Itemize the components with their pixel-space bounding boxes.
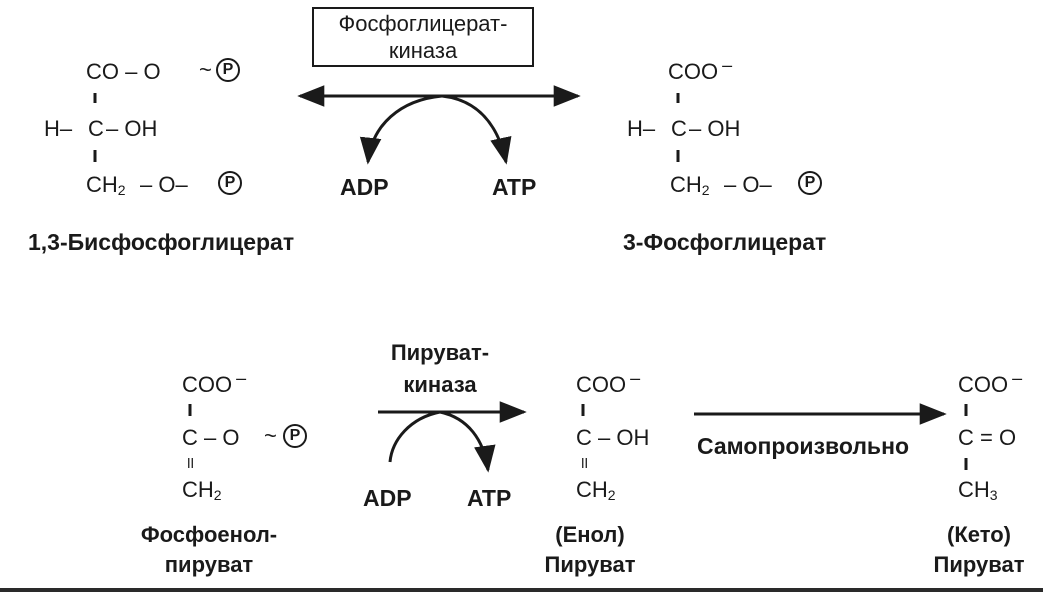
atp-curve-arrow (441, 94, 512, 165)
formula-ester-link: – O– (140, 172, 188, 197)
formula-top: COO– (576, 368, 641, 397)
compound-name: Фосфоенол- пируват (140, 522, 278, 577)
formula-bottom: CH2 (86, 172, 126, 199)
formula-center: C – O (182, 425, 240, 450)
formula-bottom: CH2 (576, 477, 616, 504)
enzyme-pyruvate-kinase: Пируват- киназа (390, 340, 490, 397)
adp-curve-arrow (388, 410, 441, 463)
phosphate-icon: P (216, 58, 240, 82)
formula-top: COO– (958, 368, 1023, 397)
atp-label: ATP (492, 174, 537, 200)
enzyme-phosphoglycerate-kinase: Фосфоглицерат- киназа (312, 7, 534, 67)
enzyme-name-line: киназа (388, 38, 458, 63)
formula-top: CO – O (86, 59, 161, 84)
formula-bottom: CH2 (670, 172, 710, 199)
adp-label: ADP (340, 174, 389, 200)
enzyme-name-line: Фосфоглицерат- (338, 11, 508, 36)
formula-carbon: C (671, 116, 687, 141)
formula-carbon: C (88, 116, 104, 141)
compound-name: (Енол) Пируват (544, 522, 636, 577)
adp-label: ADP (363, 485, 412, 511)
high-energy-bond: ~ (199, 57, 212, 82)
double-bond: ॥ (185, 455, 195, 472)
high-energy-bond: ~ (264, 423, 277, 448)
formula-bottom: CH2 (182, 477, 222, 504)
phosphate-icon: P (218, 171, 242, 195)
formula-oh: – OH (689, 116, 741, 141)
formula-top: COO– (182, 368, 247, 397)
compound-name: 3-Фосфоглицерат (623, 229, 827, 255)
formula-oh: – OH (106, 116, 158, 141)
formula-h: H– (627, 116, 656, 141)
formula-center: C – OH (576, 425, 650, 450)
formula-top: COO– (668, 55, 733, 84)
compound-name: 1,3-Бисфосфоглицерат (28, 229, 295, 255)
compound-name: (Кето) Пируват (933, 522, 1025, 577)
atp-label: ATP (467, 485, 512, 511)
formula-center: C = O (958, 425, 1017, 450)
adp-curve-arrow (359, 94, 443, 165)
bottom-border (0, 588, 1043, 592)
formula-h: H– (44, 116, 73, 141)
phosphate-icon: P (798, 171, 822, 195)
spontaneous-label: Самопроизвольно (697, 433, 910, 459)
formula-bottom: CH3 (958, 477, 998, 504)
double-bond: ॥ (579, 455, 589, 472)
phosphate-icon: P (283, 424, 307, 448)
atp-curve-arrow (439, 410, 496, 473)
formula-ester-link: – O– (724, 172, 772, 197)
